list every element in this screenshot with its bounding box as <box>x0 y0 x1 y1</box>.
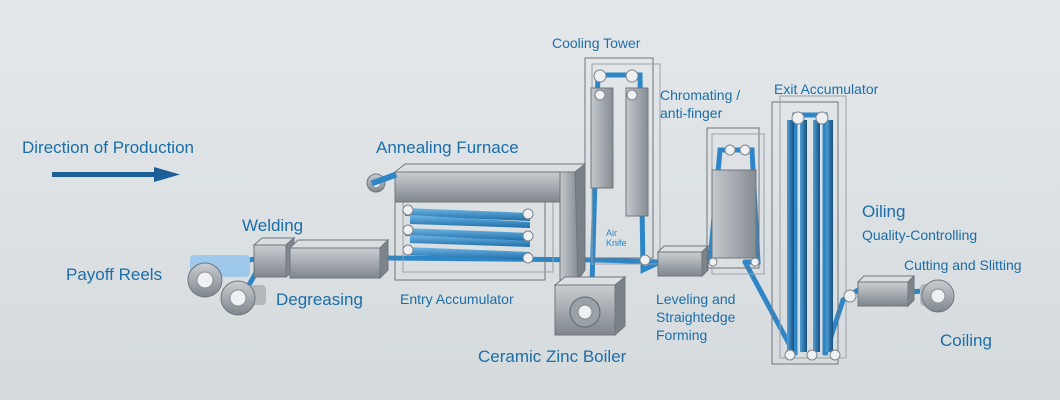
coiling-label: Coiling <box>940 331 992 350</box>
welding-label: Welding <box>242 216 304 235</box>
direction-label: Direction of Production <box>22 138 194 157</box>
quality-controlling-label: Quality-Controlling <box>862 227 978 243</box>
air-knife-label: Air Knife <box>606 228 627 248</box>
exit-accumulator <box>771 95 847 365</box>
direction-arrow <box>52 167 180 182</box>
leveling-label: Leveling and Straightedge Forming <box>656 291 736 343</box>
leveling-unit <box>656 244 710 278</box>
exit-accumulator-label: Exit Accumulator <box>774 81 879 97</box>
chromating-label: Chromating / anti-finger <box>660 87 741 121</box>
cutting-slitting-label: Cutting and Slitting <box>904 257 1022 273</box>
oiling-label: Oiling <box>862 202 906 221</box>
entry-accumulator <box>394 191 554 281</box>
payoff-reels <box>187 255 266 316</box>
coiler <box>920 279 955 313</box>
ceramic-zinc-boiler-label: Ceramic Zinc Boiler <box>478 347 627 366</box>
cooling-tower-label: Cooling Tower <box>552 35 641 51</box>
zinc-boiler <box>553 275 627 337</box>
degreasing-label: Degreasing <box>276 290 363 309</box>
welder <box>252 236 296 279</box>
entry-accumulator-label: Entry Accumulator <box>400 291 514 307</box>
annealing-furnace-label: Annealing Furnace <box>376 138 519 157</box>
payoff-reels-label: Payoff Reels <box>66 265 163 284</box>
degreasing-unit <box>288 238 390 280</box>
cooling-tower <box>584 57 661 266</box>
annealing-furnace <box>366 162 587 282</box>
oiling-cutting-unit <box>843 274 916 308</box>
chromating-unit <box>706 127 765 275</box>
